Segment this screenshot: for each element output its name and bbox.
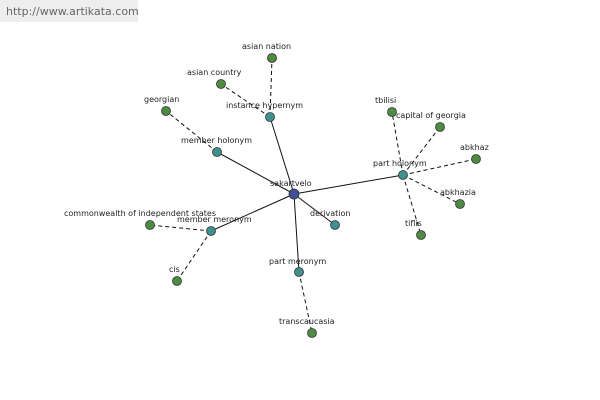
node-tbilisi[interactable] xyxy=(387,107,397,117)
label-abkhaz: abkhaz xyxy=(460,143,489,152)
node-member-holonym[interactable] xyxy=(212,147,222,157)
node-asian-country[interactable] xyxy=(216,79,226,89)
label-sakartvelo: sakartvelo xyxy=(270,179,312,188)
label-member-meronym: member meronym xyxy=(177,215,252,224)
edge-member-meronym-to-cis xyxy=(176,230,212,282)
node-sakartvelo[interactable] xyxy=(288,188,300,200)
node-part-holonym[interactable] xyxy=(398,170,408,180)
node-capital-of-georgia[interactable] xyxy=(435,122,445,132)
node-instance-hypernym[interactable] xyxy=(265,112,275,122)
source-url: http://www.artikata.com xyxy=(6,5,139,18)
node-commonwealth-of-independent-states[interactable] xyxy=(145,220,155,230)
edge-part-holonym-to-capital-of-georgia xyxy=(402,126,441,176)
label-georgian: georgian xyxy=(144,95,179,104)
edge-part-holonym-to-abkhazia xyxy=(402,174,461,205)
edge-instance-hypernym-to-asian-country xyxy=(220,83,271,118)
graph-nodes xyxy=(145,53,481,338)
node-georgian[interactable] xyxy=(161,106,171,116)
node-abkhaz[interactable] xyxy=(471,154,481,164)
graph-edges xyxy=(149,57,477,334)
node-cis[interactable] xyxy=(172,276,182,286)
edge-part-holonym-to-tiflis xyxy=(402,174,422,236)
label-derivation: derivation xyxy=(310,209,350,218)
url-banner: http://www.artikata.com xyxy=(0,0,139,22)
node-tiflis[interactable] xyxy=(416,230,426,240)
node-derivation[interactable] xyxy=(330,220,340,230)
edge-part-holonym-to-tbilisi xyxy=(391,111,404,176)
label-transcaucasia: transcaucasia xyxy=(279,317,335,326)
label-capital-of-georgia: capital of georgia xyxy=(396,111,466,120)
edge-sakartvelo-to-part-meronym xyxy=(293,193,300,273)
edge-part-holonym-to-abkhaz xyxy=(402,158,477,176)
label-tbilisi: tbilisi xyxy=(375,96,396,105)
label-part-meronym: part meronym xyxy=(269,257,326,266)
label-part-holonym: part holonym xyxy=(373,159,427,168)
node-asian-nation[interactable] xyxy=(267,53,277,63)
edge-sakartvelo-to-derivation xyxy=(293,193,336,226)
edge-sakartvelo-to-part-holonym xyxy=(293,174,404,195)
node-part-meronym[interactable] xyxy=(294,267,304,277)
edge-instance-hypernym-to-asian-nation xyxy=(269,57,273,118)
label-commonwealth-of-independent-states: commonwealth of independent states xyxy=(64,209,216,218)
label-instance-hypernym: instance hypernym xyxy=(226,101,303,110)
label-abkhazia: abkhazia xyxy=(440,188,476,197)
node-abkhazia[interactable] xyxy=(455,199,465,209)
edge-part-meronym-to-transcaucasia xyxy=(298,271,313,334)
edge-sakartvelo-to-member-holonym xyxy=(216,151,295,195)
label-asian-nation: asian nation xyxy=(242,42,291,51)
edge-sakartvelo-to-instance-hypernym xyxy=(269,116,295,195)
edge-sakartvelo-to-member-meronym xyxy=(210,193,295,232)
edge-member-holonym-to-georgian xyxy=(165,110,218,153)
label-member-holonym: member holonym xyxy=(181,136,252,145)
label-asian-country: asian country xyxy=(187,68,242,77)
node-transcaucasia[interactable] xyxy=(307,328,317,338)
node-member-meronym[interactable] xyxy=(206,226,216,236)
graph-labels: sakartvelo instance hypernym member holony… xyxy=(64,42,489,326)
label-tiflis: tiflis xyxy=(405,219,422,228)
edge-member-meronym-to-commonwealth-of-independent-states xyxy=(149,224,212,232)
label-cis: cis xyxy=(169,265,180,274)
